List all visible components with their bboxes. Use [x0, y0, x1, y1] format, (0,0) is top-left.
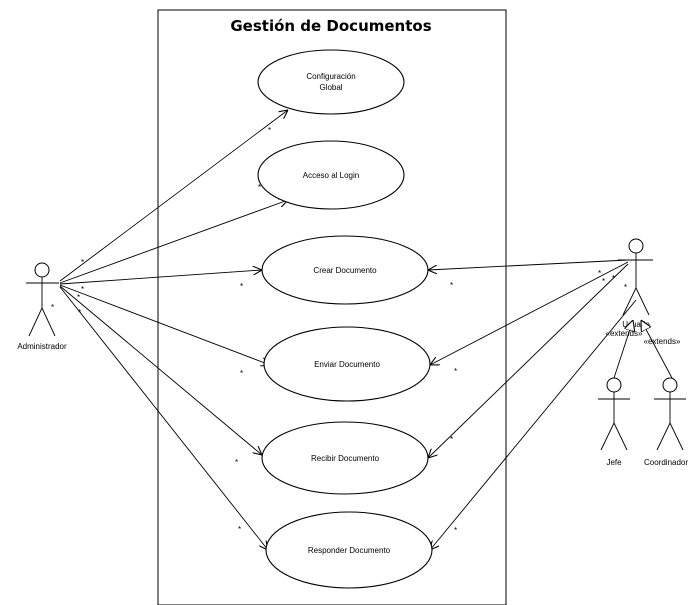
actor-administrador-leg-right [41, 307, 56, 337]
actor-administrador-leg-left [28, 307, 43, 337]
multiplicity-enviar-left: * [240, 369, 243, 378]
extends-label-right: «extends» [644, 337, 681, 346]
multiplicity-acceso: * [258, 183, 261, 192]
use-case-acceso: Acceso al Login [257, 140, 405, 210]
usuario-associations [428, 259, 637, 550]
actor-jefe-label: Jefe [606, 458, 622, 467]
multiplicity-crear-left: * [240, 282, 243, 291]
use-case-configuracion: Configuración Global [257, 49, 405, 115]
assoc-usuario-crear [428, 259, 629, 270]
use-case-configuracion-line1: Configuración [306, 72, 355, 81]
assoc-usuario-responder [430, 299, 637, 550]
assoc-admin-acceso [59, 200, 288, 284]
extends-jefe-usuario [613, 320, 633, 379]
actor-usuario-leg-right [635, 287, 650, 316]
use-case-enviar: Enviar Documento [263, 326, 431, 402]
use-case-enviar-label: Enviar Documento [314, 360, 380, 369]
use-case-responder-shape [265, 511, 433, 589]
actor-coordinador-label: Coordinador [644, 458, 688, 467]
multiplicity-admin-responder: * [51, 303, 54, 312]
actor-administrador-label: Administrador [17, 342, 67, 351]
multiplicity-responder-right: * [454, 526, 457, 535]
use-case-acceso-shape [257, 140, 405, 210]
use-case-responder-label: Responder Documento [308, 546, 391, 555]
actor-coordinador: Coordinador [644, 377, 688, 467]
multiplicity-admin-recibir: * [78, 308, 81, 317]
actor-jefe-leg-left [600, 422, 615, 451]
use-case-configuracion-line2: Global [319, 83, 342, 92]
multiplicity-recibir-right: * [450, 435, 453, 444]
use-case-enviar-shape [263, 326, 431, 402]
multiplicity-configuracion: * [268, 126, 271, 135]
use-case-responder: Responder Documento [265, 511, 433, 589]
actor-usuario-label: Usuario [622, 320, 650, 329]
use-case-recibir-label: Recibir Documento [311, 454, 380, 463]
multiplicity-admin-configuracion: * [81, 258, 84, 267]
use-case-recibir: Recibir Documento [261, 421, 429, 495]
use-case-acceso-label: Acceso al Login [303, 171, 359, 180]
actor-coordinador-head [662, 377, 678, 393]
use-case-recibir-shape [261, 421, 429, 495]
system-boundary [157, 9, 507, 605]
assoc-usuario-recibir [428, 263, 629, 458]
multiplicity-usuario-4: * [624, 283, 627, 292]
assoc-admin-responder [59, 286, 268, 550]
use-case-crear-shape [261, 235, 429, 305]
actor-administrador-head [34, 262, 50, 278]
multiplicity-responder-left: * [238, 525, 241, 534]
extends-coordinador-usuario [641, 320, 673, 379]
multiplicity-crear-right: * [450, 281, 453, 290]
multiplicity-usuario-3: * [612, 274, 615, 283]
multiplicity-admin-crear: * [81, 285, 84, 294]
assoc-admin-recibir [59, 285, 262, 455]
actor-usuario-leg-left [622, 287, 637, 316]
extends-label-left: «extends» [606, 329, 643, 338]
multiplicity-admin-enviar: * [77, 293, 80, 302]
assoc-admin-enviar [59, 284, 270, 365]
use-case-crear-label: Crear Documento [313, 266, 377, 275]
assoc-admin-configuracion [59, 110, 288, 282]
actor-jefe-leg-right [613, 422, 628, 451]
actor-usuario-head [628, 238, 644, 254]
multiplicity-recibir-left: * [235, 458, 238, 467]
multiplicity-enviar-right: * [454, 367, 457, 376]
use-case-configuracion-shape [257, 49, 405, 115]
use-case-crear: Crear Documento [261, 235, 429, 305]
multiplicity-usuario-1: * [598, 269, 601, 278]
actor-jefe: Jefe [598, 377, 630, 467]
assoc-admin-crear [59, 270, 262, 285]
actor-coordinador-leg-right [669, 422, 684, 451]
actor-coordinador-leg-left [656, 422, 671, 451]
actor-administrador: Administrador [17, 262, 67, 351]
multiplicity-usuario-2: * [602, 277, 605, 286]
multiplicity-markers: * * * * * * * * * * * * * * * * * * * [51, 126, 627, 535]
actor-usuario: Usuario [618, 238, 653, 329]
assoc-usuario-enviar [430, 261, 629, 365]
extends-relations: «extends» «extends» [606, 320, 681, 379]
system-title: Gestión de Documentos [230, 17, 431, 35]
actor-jefe-head [606, 377, 622, 393]
administrador-associations [59, 110, 288, 550]
